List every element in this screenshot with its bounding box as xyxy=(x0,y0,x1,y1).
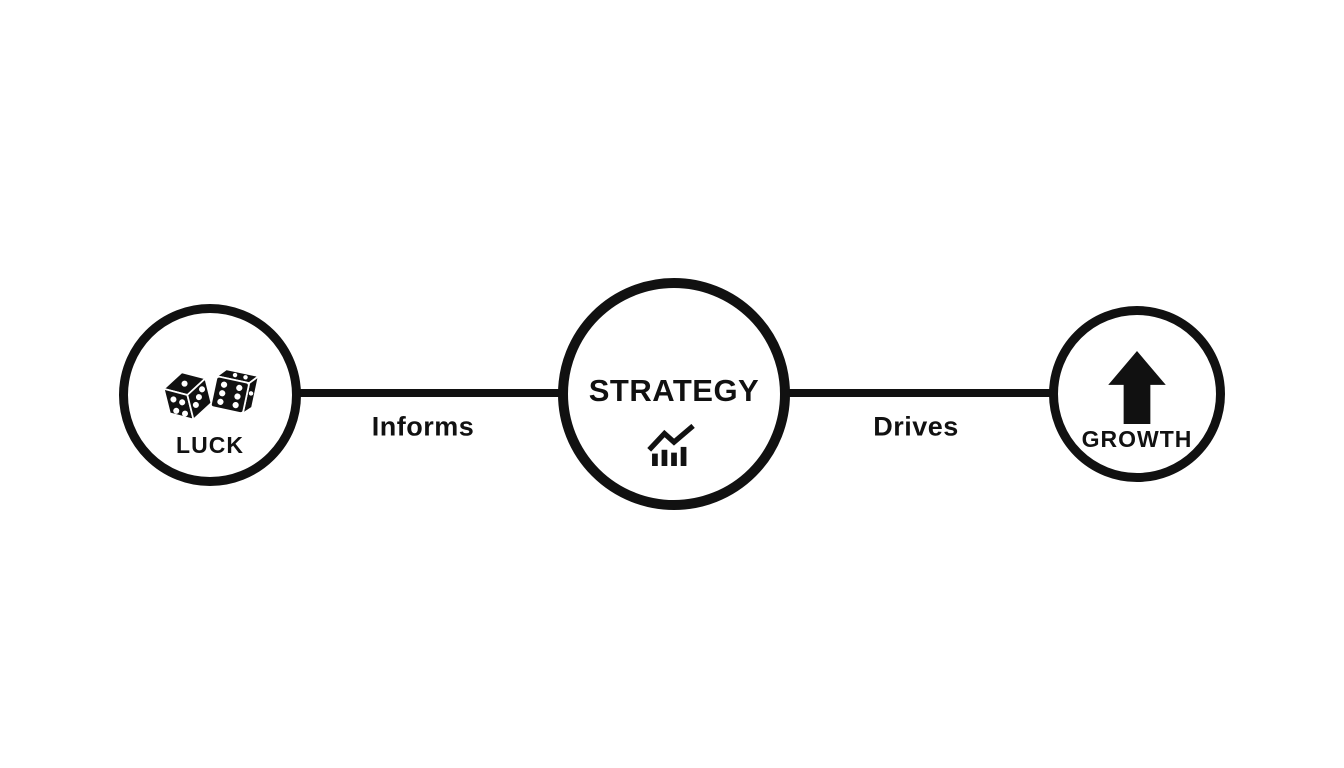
connector-label-informs: Informs xyxy=(371,411,475,442)
connector-strategy-growth xyxy=(785,389,1053,397)
node-growth-content: GROWTH xyxy=(1082,351,1193,451)
node-luck: LUCK xyxy=(119,304,301,486)
dice-icon xyxy=(162,367,259,420)
node-luck-content: LUCK xyxy=(161,356,259,457)
node-strategy-label: STRATEGY xyxy=(588,372,760,408)
node-growth: GROWTH xyxy=(1049,306,1225,482)
arrow-up-icon xyxy=(1108,351,1166,424)
node-growth-label: GROWTH xyxy=(1081,426,1193,452)
node-strategy: STRATEGY xyxy=(558,278,790,510)
node-luck-label: LUCK xyxy=(176,431,244,458)
bar-chart-trend-icon xyxy=(647,423,695,466)
connector-label-drives: Drives xyxy=(873,411,959,442)
connector-luck-strategy xyxy=(297,389,567,397)
node-strategy-content: STRATEGY xyxy=(589,375,760,466)
